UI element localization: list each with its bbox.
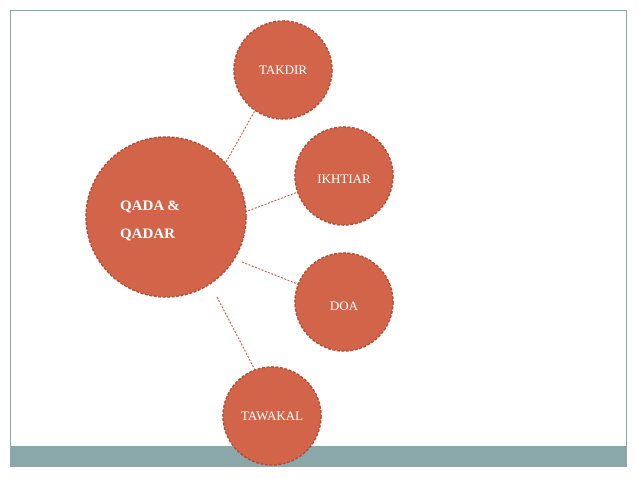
node-doa: DOA [294, 252, 394, 352]
node-tawakal: TAWAKAL [222, 366, 322, 466]
center-label-line-1: QADA & [120, 198, 180, 214]
connector-doa [241, 261, 301, 286]
node-label-doa: DOA [330, 298, 359, 313]
connector-ikhtiar [244, 191, 299, 213]
center-node: QADA & QADAR [85, 136, 247, 298]
node-ikhtiar: IKHTIAR [294, 126, 394, 226]
center-label-line-2: QADAR [120, 226, 175, 242]
node-label-takdir: TAKDIR [259, 62, 307, 77]
connector-takdir [225, 106, 258, 163]
footer-bar [11, 446, 626, 466]
node-takdir: TAKDIR [233, 20, 333, 120]
node-label-tawakal: TAWAKAL [241, 408, 303, 423]
connector-tawakal [216, 296, 257, 373]
node-label-ikhtiar: IKHTIAR [317, 171, 371, 186]
